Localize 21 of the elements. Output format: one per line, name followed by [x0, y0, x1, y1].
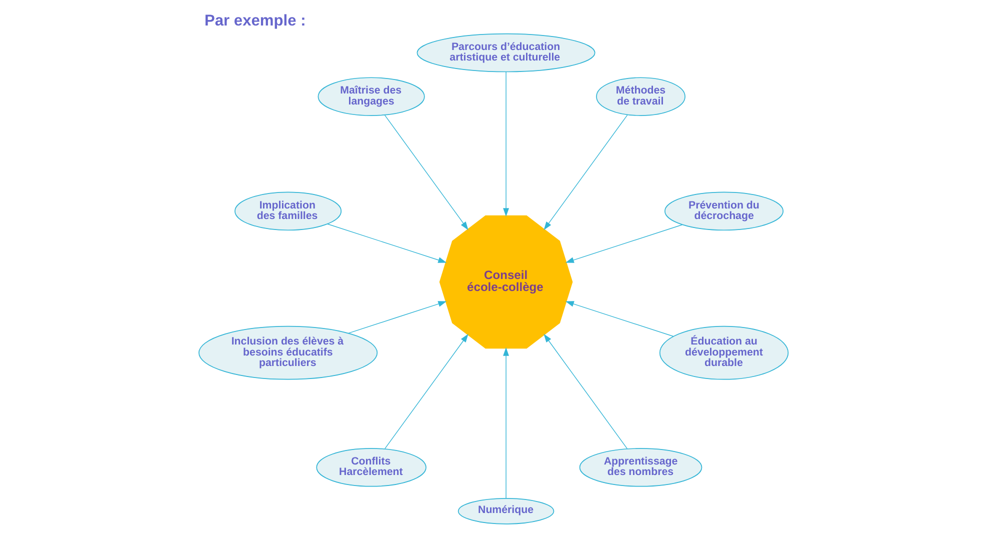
node-ellipse: Prévention du décrochage: [664, 192, 784, 231]
arrow: [543, 334, 627, 449]
arrow: [564, 224, 682, 263]
node-ellipse: Méthodes de travail: [596, 77, 685, 116]
node-ellipse: Conflits Harcèlement: [316, 448, 426, 487]
arrow: [348, 301, 446, 334]
arrow: [502, 347, 509, 499]
node-ellipse: Inclusion des élèves à besoins éducatifs particuliers: [198, 326, 378, 380]
arrow: [543, 114, 628, 230]
node-ellipse: Implication des familles: [234, 192, 342, 231]
arrow: [384, 334, 468, 449]
node-ellipse: Parcours d’éducation artistique et culturelle: [416, 33, 595, 72]
arrow: [326, 224, 446, 263]
arrow: [502, 72, 509, 217]
node-ellipse: Maîtrise des langages: [317, 77, 424, 116]
arrow: [564, 301, 674, 337]
diagram-title: Par exemple :: [204, 12, 306, 30]
node-ellipse: Éducation au développement durable: [658, 326, 788, 380]
arrow: [384, 114, 468, 230]
node-ellipse: Apprentissage des nombres: [578, 448, 702, 487]
node-ellipse: Numérique: [457, 498, 554, 524]
